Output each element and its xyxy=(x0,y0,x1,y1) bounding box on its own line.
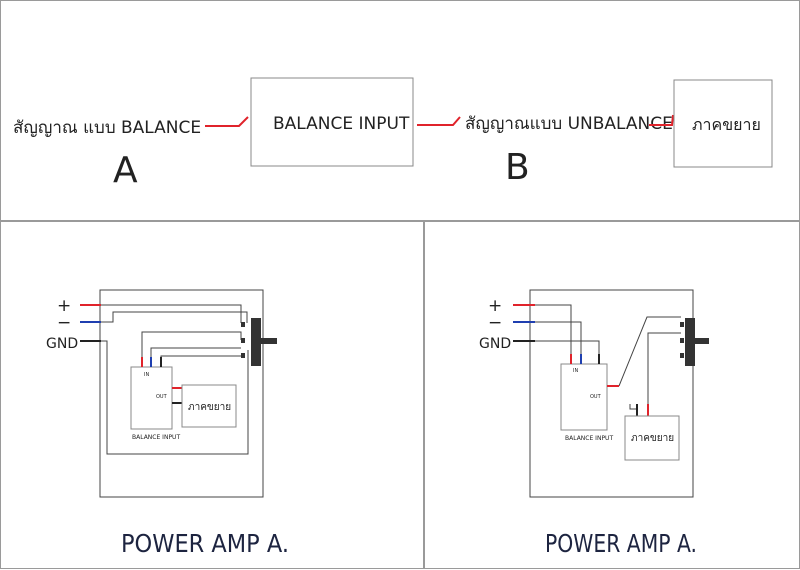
balance-input-label: BALANCE INPUT xyxy=(273,114,410,134)
left-caption: POWER AMP A. xyxy=(121,529,289,558)
amp-block xyxy=(624,415,680,461)
route-in-1 xyxy=(141,331,242,357)
route-out-plus xyxy=(618,316,681,387)
route-in-2 xyxy=(150,347,241,357)
signal-flow-diagram: สัญญาณ แบบ BALANCE A BALANCE INPUT สัญญา… xyxy=(13,77,773,191)
jack-body xyxy=(685,318,695,366)
left-wiring-diagram: + − GND IN OUT BALANCE INPUT ภาคขยาย xyxy=(46,289,289,558)
amp-block-label: ภาคขยาย xyxy=(188,402,231,413)
jack-pin-1 xyxy=(241,322,245,327)
jack-shaft xyxy=(695,338,709,344)
chassis-outline xyxy=(529,289,694,498)
signal-flow-panel: สัญญาณ แบบ BALANCE A BALANCE INPUT สัญญา… xyxy=(0,0,800,221)
balance-input-box xyxy=(250,77,414,167)
jack-pin-2 xyxy=(680,338,684,343)
route-amp xyxy=(647,332,681,404)
right-diagram-panel: + − GND IN OUT BALANCE INPUT ภาคขยาย POW… xyxy=(424,221,800,569)
amp-box-label: ภาคขยาย xyxy=(692,115,761,134)
amp-block-label: ภาคขยาย xyxy=(631,433,674,444)
gnd-terminal-label: GND xyxy=(46,336,78,352)
route-in-3 xyxy=(160,355,241,357)
jack-body xyxy=(251,318,261,366)
balance-signal-label: สัญญาณ แบบ BALANCE xyxy=(13,118,201,138)
jack-pin-1 xyxy=(680,322,684,327)
route-out-gnd xyxy=(629,404,637,410)
route-minus xyxy=(101,311,248,323)
jack-pin-3 xyxy=(241,353,245,358)
jack-pin-3 xyxy=(680,353,684,358)
arrow-a xyxy=(205,116,249,127)
chassis-outline xyxy=(99,289,264,498)
route-gnd xyxy=(101,340,249,455)
amp-box xyxy=(673,79,773,168)
gnd-terminal-label: GND xyxy=(479,336,511,352)
module-in-label: IN xyxy=(144,372,149,378)
route-plus xyxy=(535,304,572,354)
route-gnd xyxy=(535,340,600,354)
jack-pin-2 xyxy=(241,338,245,343)
right-wiring-diagram: + − GND IN OUT BALANCE INPUT ภาคขยาย POW… xyxy=(479,289,709,558)
point-a-label: A xyxy=(113,150,138,191)
amp-block xyxy=(181,384,237,428)
module-out-label: OUT xyxy=(590,394,602,400)
arrow-amp xyxy=(649,114,674,126)
plus-terminal-label: + xyxy=(57,296,71,316)
balance-input-module xyxy=(560,363,608,431)
module-in-label: IN xyxy=(573,368,578,374)
route-plus xyxy=(101,304,242,323)
arrow-b xyxy=(417,116,461,126)
module-label: BALANCE INPUT xyxy=(565,435,613,442)
minus-terminal-label: − xyxy=(57,313,71,333)
unbalance-signal-label: สัญญาณแบบ UNBALANCE xyxy=(465,114,673,134)
left-diagram-panel: + − GND IN OUT BALANCE INPUT ภาคขยาย xyxy=(0,221,424,569)
jack-shaft xyxy=(261,338,277,344)
plus-terminal-label: + xyxy=(488,296,502,316)
module-out-label: OUT xyxy=(156,394,168,400)
module-label: BALANCE INPUT xyxy=(132,434,180,441)
route-minus xyxy=(535,321,582,354)
right-caption: POWER AMP A. xyxy=(545,529,697,558)
minus-terminal-label: − xyxy=(488,313,502,333)
point-b-label: B xyxy=(505,147,530,188)
